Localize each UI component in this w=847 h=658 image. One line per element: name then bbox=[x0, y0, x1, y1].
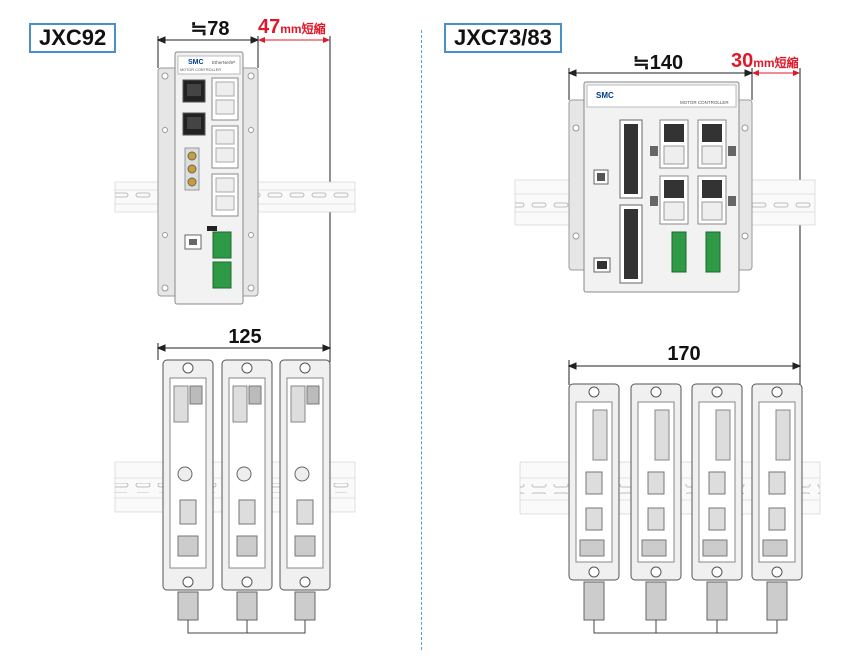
model-label-right: JXC73/83 bbox=[444, 23, 562, 53]
dim-top-left: ≒78 bbox=[190, 18, 230, 40]
reduction-left-unit: mm短縮 bbox=[280, 22, 326, 36]
dim-line-bottom-left bbox=[156, 343, 332, 362]
slim-unit-left-1 bbox=[162, 359, 214, 621]
dim-bottom-left: 125 bbox=[228, 326, 262, 348]
slim-unit-left-3 bbox=[279, 359, 331, 621]
reduction-right: 30mm短縮 bbox=[731, 50, 799, 73]
reduction-right-unit: mm短縮 bbox=[753, 56, 799, 70]
slim-unit-left-2 bbox=[221, 359, 273, 621]
dim-line-bottom-right bbox=[567, 360, 802, 385]
controller-jxc73-83: SMC MOTOR CONTROLLER bbox=[568, 81, 753, 293]
section-divider bbox=[421, 30, 422, 650]
slim-controllers-left bbox=[162, 359, 331, 634]
model-label-left: JXC92 bbox=[29, 23, 117, 53]
reduction-left-value: 47 bbox=[258, 16, 281, 38]
jxc73-title: MOTOR CONTROLLER bbox=[680, 100, 729, 105]
reduction-left: 47mm短縮 bbox=[258, 16, 326, 39]
jxc92-brand: SMC bbox=[188, 59, 204, 66]
jxc92-network: EtherNet/IP bbox=[212, 60, 235, 65]
slim-unit-right-1 bbox=[568, 383, 620, 621]
dim-bottom-right: 170 bbox=[667, 343, 701, 365]
slim-unit-right-4 bbox=[751, 383, 803, 621]
dim-top-right: ≒140 bbox=[632, 52, 684, 74]
jxc92-title: MOTOR CONTROLLER bbox=[180, 68, 221, 72]
slim-unit-right-2 bbox=[630, 383, 682, 621]
controller-jxc92: SMC EtherNet/IP MOTOR CONTROLLER bbox=[157, 51, 259, 305]
jxc73-brand: SMC bbox=[596, 91, 614, 100]
slim-controllers-right bbox=[568, 383, 803, 634]
reduction-right-value: 30 bbox=[731, 50, 754, 72]
slim-unit-right-3 bbox=[691, 383, 743, 621]
